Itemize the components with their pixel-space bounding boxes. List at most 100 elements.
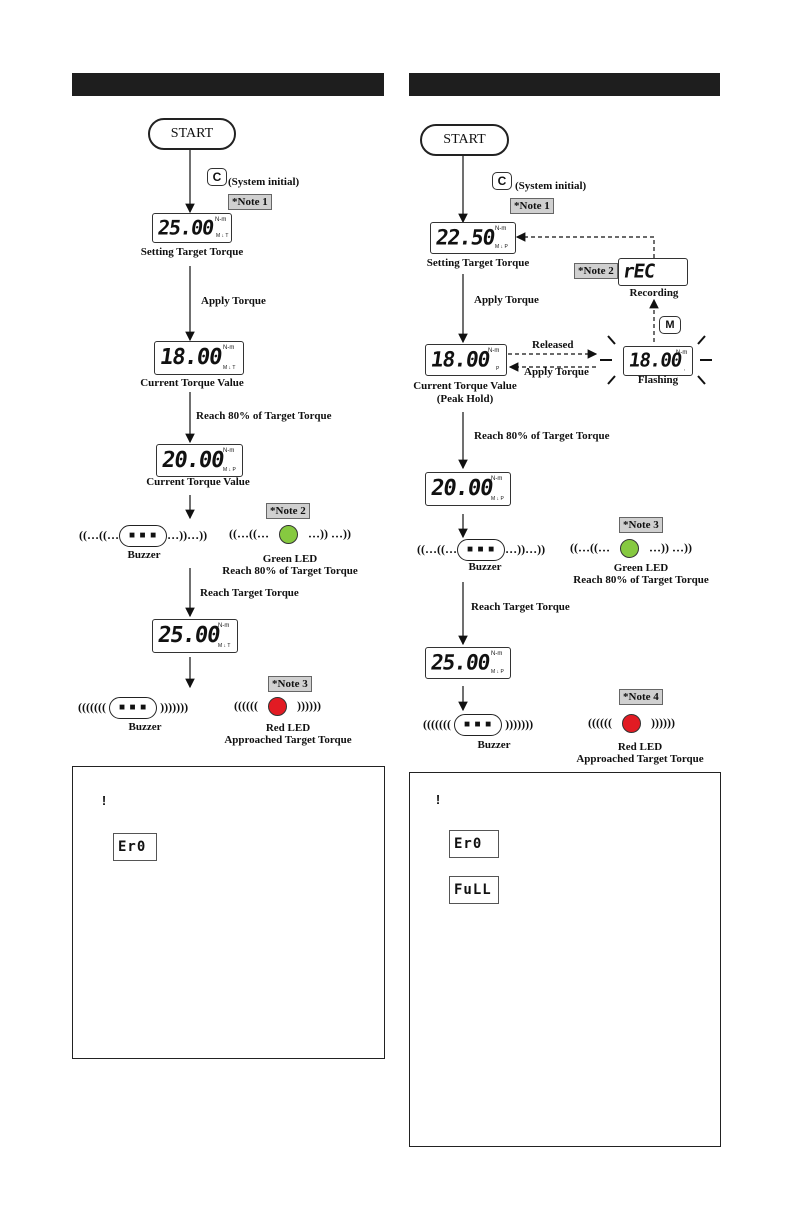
lcd-digits: 18.00 xyxy=(627,349,683,372)
green-led-icon xyxy=(619,539,639,558)
right-current-torque-label: Current Torque Value xyxy=(413,380,517,392)
right-note4: *Note 4 xyxy=(619,689,663,705)
left-buzzer2: ((((((( ■ ■ ■ ))))))) xyxy=(78,697,188,719)
led-left: (((((( xyxy=(234,698,258,713)
led-right: …)) …)) xyxy=(307,526,351,541)
right-red-led-sub: Approached Target Torque xyxy=(576,753,704,765)
right-apply-torque2-label: Apply Torque xyxy=(524,366,589,378)
left-buzzer1-label: Buzzer xyxy=(127,549,161,561)
lcd-digits: 25.00 xyxy=(156,215,215,240)
buzz-left: ((((((( xyxy=(423,716,451,731)
lcd-digits: 22.50 xyxy=(434,225,496,250)
led-right: )))))) xyxy=(296,698,321,713)
lcd-digits: 20.00 xyxy=(160,447,225,473)
buzz-right: ))))))) xyxy=(160,699,189,714)
left-c-button[interactable]: C xyxy=(207,168,227,186)
left-reach-target-label: Reach Target Torque xyxy=(200,587,299,599)
right-apply-torque-label: Apply Torque xyxy=(474,294,539,306)
lcd-digits: 25.00 xyxy=(429,650,491,675)
left-red-led-label: Red LED xyxy=(265,722,311,734)
right-note1: *Note 1 xyxy=(510,198,554,214)
right-lcd-target: 25.00 N-m M ↓ P xyxy=(425,647,511,679)
lcd-indicators: M ↓ T xyxy=(223,365,236,371)
left-lcd-target: 25.00 N-m M ↓ T xyxy=(152,619,238,653)
right-flashing-label: Flashing xyxy=(637,374,679,386)
right-error-er0: Er0 xyxy=(449,830,499,858)
lcd-indicators: M ↓ P xyxy=(491,496,504,502)
right-warning-box xyxy=(409,772,721,1147)
right-m-button[interactable]: M xyxy=(659,316,681,334)
buzz-right: …))…)) xyxy=(505,541,546,556)
left-apply-torque-label: Apply Torque xyxy=(201,295,266,307)
left-current-torque-label: Current Torque Value xyxy=(140,377,244,389)
lcd-unit: N-m xyxy=(488,348,500,354)
buzz-left: ((…((… xyxy=(417,541,457,556)
lcd-unit: N-m xyxy=(495,226,507,232)
left-current-torque2-label: Current Torque Value xyxy=(146,476,250,488)
right-recording-label: Recording xyxy=(629,287,679,299)
left-lcd-setting: 25.00 N-m M ↓ T xyxy=(152,213,232,243)
right-released-label: Released xyxy=(532,339,574,351)
lcd-unit: N-m xyxy=(223,345,235,351)
lcd-digits: rEC xyxy=(621,260,656,283)
right-buzzer1: ((…((…■ ■ ■…))…)) xyxy=(417,539,545,561)
left-note2: *Note 2 xyxy=(266,503,310,519)
right-green-led-sub: Reach 80% of Target Torque xyxy=(573,574,709,586)
left-red-led-row: (((((()))))) xyxy=(234,697,321,716)
buzzer-icon: ■ ■ ■ xyxy=(456,539,506,561)
right-error-full: FuLL xyxy=(449,876,499,904)
left-red-led-sub: Approached Target Torque xyxy=(224,734,352,746)
left-lcd-current: 18.00 N-m M ↓ T xyxy=(154,341,244,375)
lcd-unit: N-m xyxy=(223,448,235,454)
left-lcd-80pct: 20.00 N-m M ↓ P xyxy=(156,444,243,477)
buzz-right: …))…)) xyxy=(167,527,208,542)
lcd-indicators: P xyxy=(496,366,500,372)
left-buzzer1: ((…((…■ ■ ■…))…)) xyxy=(79,525,207,547)
lcd-unit: N-m xyxy=(491,476,503,482)
lcd-digits: 20.00 xyxy=(429,476,494,501)
right-lcd-recording: rEC xyxy=(618,258,688,286)
right-red-led-row: (((((()))))) xyxy=(588,714,675,733)
lcd-indicators: M ↓ P xyxy=(495,244,508,250)
led-right: …)) …)) xyxy=(648,540,692,555)
left-warning-box xyxy=(72,766,385,1059)
right-note2: *Note 2 xyxy=(574,263,618,279)
left-buzzer2-label: Buzzer xyxy=(128,721,162,733)
buzz-right: ))))))) xyxy=(505,716,534,731)
left-note3: *Note 3 xyxy=(268,676,312,692)
lcd-digits: 25.00 xyxy=(156,623,221,648)
left-warning-mark: ! xyxy=(101,793,107,808)
lcd-digits: 18.00 xyxy=(429,347,491,372)
right-note3: *Note 3 xyxy=(619,517,663,533)
lcd-digits: 18.00 xyxy=(158,345,223,370)
right-lcd-flashing: 18.00 N-m , xyxy=(623,346,693,376)
left-green-led-sub: Reach 80% of Target Torque xyxy=(222,565,358,577)
lcd-indicators: M ↓ T xyxy=(216,233,229,239)
right-red-led-label: Red LED xyxy=(617,741,663,753)
right-buzzer2: ((((((( ■ ■ ■ ))))))) xyxy=(423,714,533,736)
right-reach80-label: Reach 80% of Target Torque xyxy=(474,430,610,442)
right-buzzer1-label: Buzzer xyxy=(468,561,502,573)
right-reach-target-label: Reach Target Torque xyxy=(471,601,570,613)
buzzer-icon: ■ ■ ■ xyxy=(108,697,158,719)
red-led-icon xyxy=(621,714,641,733)
buzzer-icon: ■ ■ ■ xyxy=(453,714,503,736)
right-system-initial: (System initial) xyxy=(515,180,587,192)
led-left: (((((( xyxy=(588,715,612,730)
left-green-led-label: Green LED xyxy=(262,553,318,565)
left-start-node: START xyxy=(148,118,236,150)
left-reach80-label: Reach 80% of Target Torque xyxy=(196,410,332,422)
lcd-unit: N-m xyxy=(676,350,688,356)
left-note1: *Note 1 xyxy=(228,194,272,210)
right-setting-target-label: Setting Target Torque xyxy=(426,257,530,269)
right-green-led-row: ((…((……)) …)) xyxy=(570,539,692,558)
red-led-icon xyxy=(267,697,287,716)
left-green-led-row: ((…((……)) …)) xyxy=(229,525,351,544)
led-right: )))))) xyxy=(650,715,675,730)
right-c-button[interactable]: C xyxy=(492,172,512,190)
right-start-node: START xyxy=(420,124,509,156)
right-header-bar xyxy=(409,73,720,96)
left-error-er0: Er0 xyxy=(113,833,157,861)
right-lcd-setting: 22.50 N-m M ↓ P xyxy=(430,222,516,254)
buzz-left: ((…((… xyxy=(79,527,119,542)
